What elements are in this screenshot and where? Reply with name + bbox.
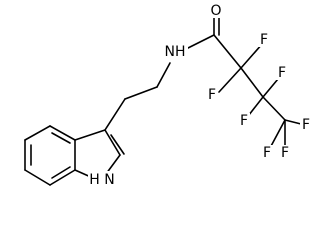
amide-nh-label: NH xyxy=(162,42,188,60)
atom-f: F xyxy=(240,113,248,129)
bond xyxy=(24,125,51,141)
bond xyxy=(24,169,51,186)
bond xyxy=(105,154,121,175)
bond xyxy=(262,96,286,121)
atom-labels: NH O H N F F F F F F F xyxy=(88,2,312,188)
double-bond-inner xyxy=(110,134,125,155)
bond xyxy=(240,42,264,69)
bond xyxy=(49,169,76,186)
atom-f: F xyxy=(260,32,268,48)
pyrrole-ring xyxy=(74,129,125,179)
double-bond-inner xyxy=(51,132,71,144)
atom-f: F xyxy=(263,145,271,161)
bond xyxy=(269,119,286,149)
atom-f: F xyxy=(281,145,289,161)
indole-nh-label: H N xyxy=(88,171,118,188)
bond xyxy=(183,34,215,51)
double-bond-inner xyxy=(51,166,71,179)
bond xyxy=(49,125,76,141)
benzene-ring xyxy=(24,125,76,186)
carbonyl-oxygen-label: O xyxy=(209,2,223,19)
fluorine-labels: F F F F F F F xyxy=(206,32,312,161)
bond xyxy=(240,67,264,98)
atom-o: O xyxy=(210,3,221,19)
bond xyxy=(104,98,126,131)
bond xyxy=(218,67,242,93)
atom-indole-nh: H N xyxy=(89,172,114,188)
bond xyxy=(124,86,158,100)
side-chain xyxy=(104,13,220,131)
bond xyxy=(156,62,171,88)
atom-nh: NH xyxy=(165,44,186,60)
bond xyxy=(74,129,106,141)
atom-f: F xyxy=(208,87,216,103)
atom-f: F xyxy=(278,65,286,81)
atom-f: F xyxy=(302,117,310,133)
molecule-drawing: NH O H N F F F F F F F xyxy=(24,2,312,188)
structure-canvas: NH O H N F F F F F F F xyxy=(24,2,312,188)
bond xyxy=(104,129,121,156)
perfluoro-chain xyxy=(213,34,306,149)
bond xyxy=(213,34,242,69)
